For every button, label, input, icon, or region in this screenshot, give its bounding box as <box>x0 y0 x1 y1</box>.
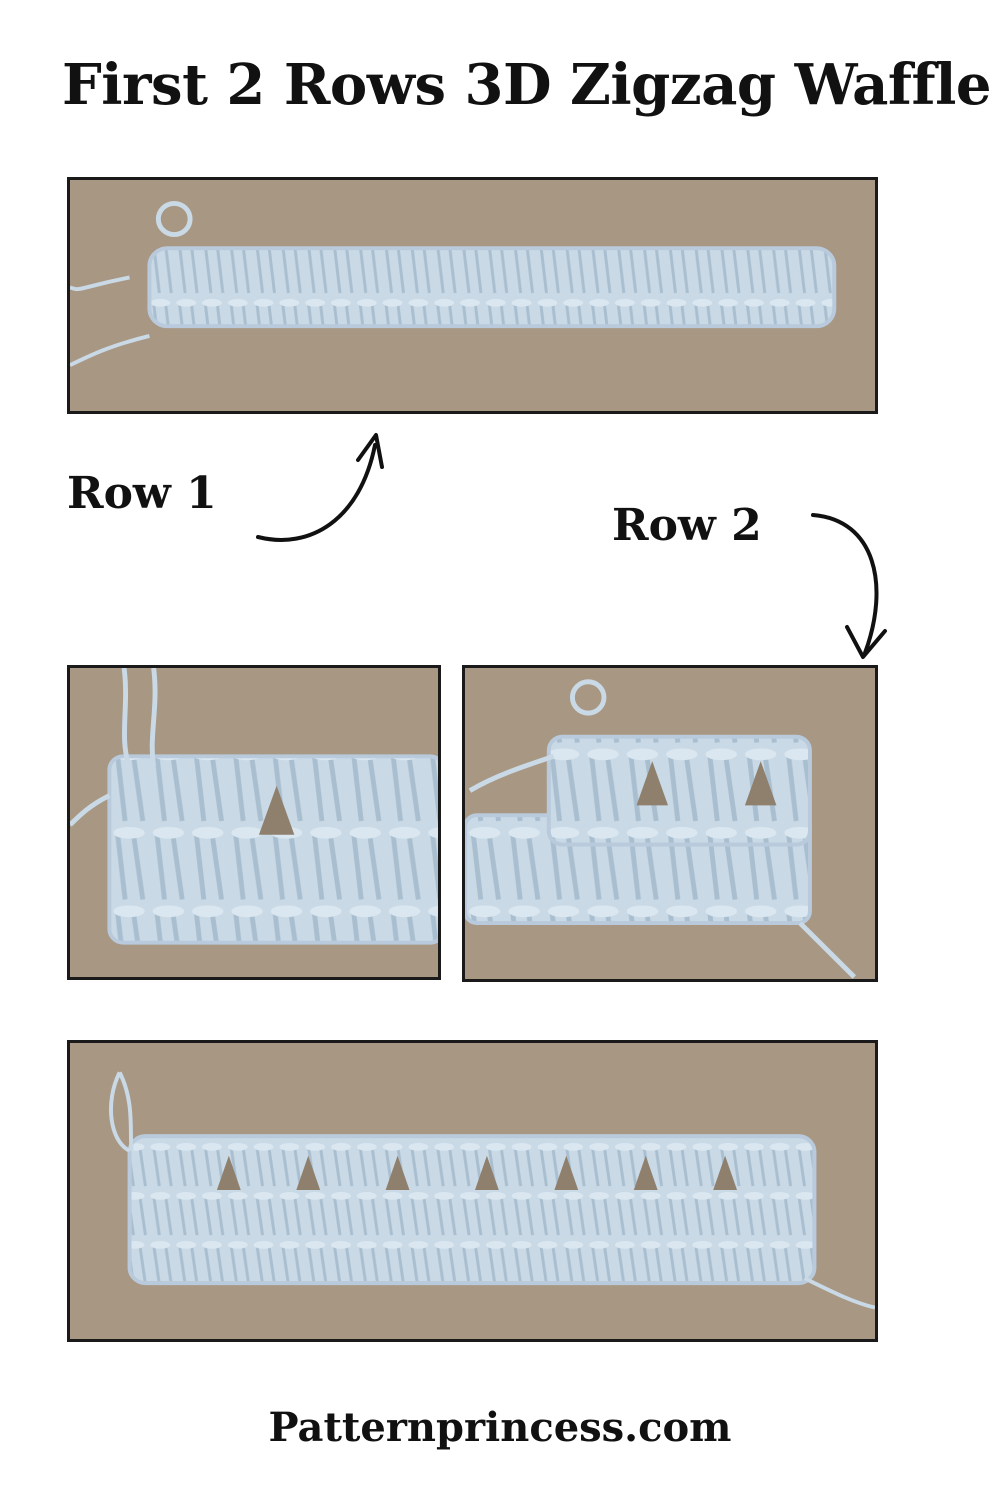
curved-arrow-icon <box>256 433 384 542</box>
photo-row2-closeup <box>462 665 878 982</box>
page-title: First 2 Rows 3D Zigzag Waffle <box>62 52 991 118</box>
photo-row1-strip <box>67 177 878 414</box>
photo-row1-closeup <box>67 665 441 980</box>
label-row2: Row 2 <box>612 500 762 551</box>
curved-arrow-icon <box>811 513 887 659</box>
label-row1: Row 1 <box>67 468 217 519</box>
site-footer-url: Patternprincess.com <box>268 1404 732 1451</box>
photo-row2-strip <box>67 1040 878 1342</box>
